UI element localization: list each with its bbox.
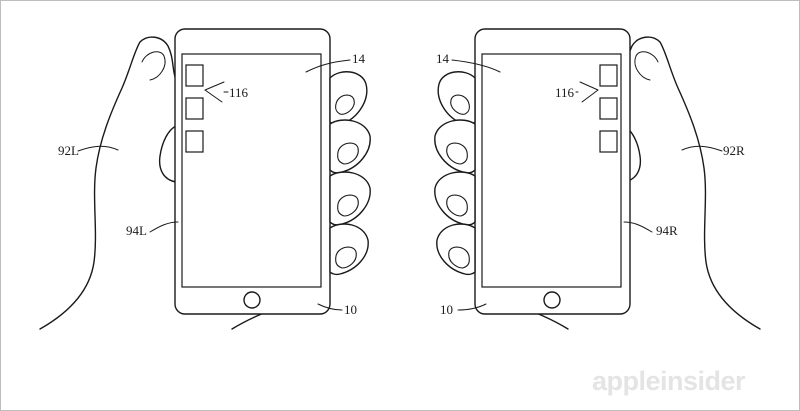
right-home-button xyxy=(543,291,561,309)
right-fingernail xyxy=(450,94,470,115)
left-phone-screen xyxy=(181,53,322,288)
left-fingernail xyxy=(335,94,355,115)
right-hand-outline xyxy=(623,36,761,330)
label-94L: 94L xyxy=(126,223,147,238)
label-92R: 92R xyxy=(723,143,745,158)
right-edge-leader xyxy=(623,221,653,233)
left-fingers xyxy=(329,71,371,276)
left-screen-icon xyxy=(185,97,204,120)
left-screen-icon xyxy=(185,64,204,87)
right-device-leader xyxy=(457,303,487,311)
label-94R: 94R xyxy=(656,223,678,238)
left-fingernail xyxy=(335,246,357,269)
right-fingernail xyxy=(446,142,468,165)
right-fingers xyxy=(434,71,476,276)
left-thumbnail xyxy=(141,51,166,81)
right-hand-figure xyxy=(434,28,761,330)
right-screen-icon xyxy=(599,97,618,120)
left-screen-icon xyxy=(185,130,204,153)
right-screen-icon xyxy=(599,130,618,153)
appleinsider-watermark: appleinsider xyxy=(592,366,746,396)
right-phone-screen xyxy=(481,53,622,288)
right-screen-icon xyxy=(599,64,618,87)
right-hand-leader xyxy=(681,145,723,152)
left-thumb-base xyxy=(158,125,177,183)
left-home-button xyxy=(243,291,261,309)
right-fingernail xyxy=(448,246,470,269)
label-10-left: 10 xyxy=(344,302,357,317)
left-hand-outline xyxy=(39,36,177,330)
left-hand-leader xyxy=(77,145,119,152)
left-fingernail xyxy=(337,142,359,165)
right-fingernail xyxy=(446,194,468,217)
label-92L: 92L xyxy=(58,143,79,158)
left-device-leader xyxy=(317,303,343,311)
left-hand-figure xyxy=(39,28,371,330)
label-116-left: 116 xyxy=(229,85,249,100)
label-116-right: 116 xyxy=(555,85,575,100)
right-thumbnail xyxy=(634,51,659,81)
right-screen-leader xyxy=(451,59,501,73)
left-icons-leader xyxy=(204,81,229,103)
label-14-left: 14 xyxy=(352,51,366,66)
left-fingernail xyxy=(337,194,359,217)
right-icons-leader xyxy=(575,81,599,103)
left-screen-leader xyxy=(305,59,351,73)
label-14-right: 14 xyxy=(436,51,450,66)
label-10-right: 10 xyxy=(440,302,453,317)
left-edge-leader xyxy=(149,221,179,233)
